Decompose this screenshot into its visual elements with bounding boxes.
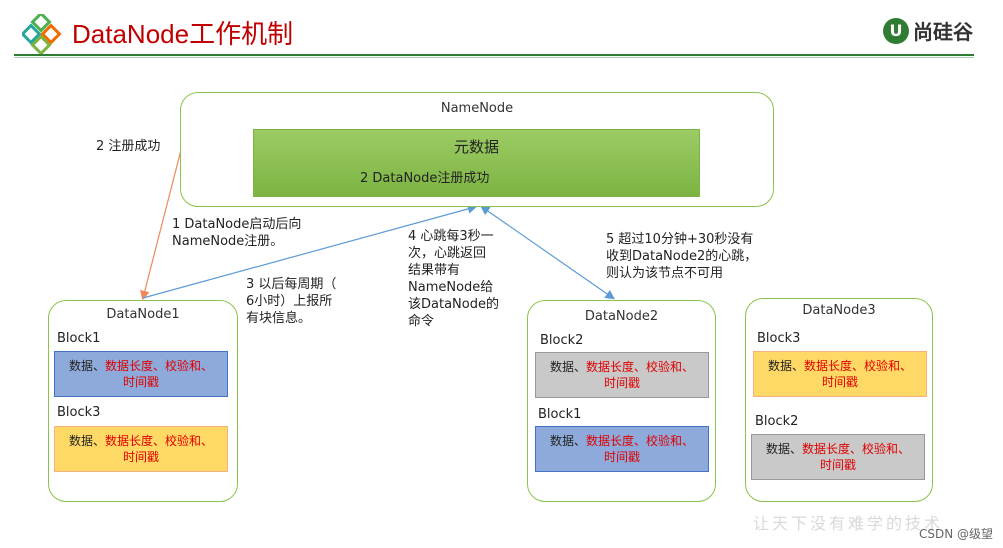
register-arrow [140,149,182,301]
note-heartbeat: 4 心跳每3秒一 次，心跳返回 结果带有 NameNode给 该DataNode… [408,229,499,329]
watermark-text: 让天下没有难学的技术 [752,514,943,533]
block-card: 数据、数据长度、校验和、时间戳 [54,351,228,397]
metadata-subtitle: 2 DataNode注册成功 [360,171,490,186]
logo-diamond-icon [20,11,62,56]
datanode-title: DataNode2 [584,309,659,324]
page-title: DataNode工作机制 [72,19,294,49]
datanode-box: DataNode1 Block1 数据、数据长度、校验和、时间戳 Block3 … [48,300,238,502]
report-arrow [142,204,478,299]
header-divider-light [14,57,974,58]
block-label: Block2 [755,414,799,429]
datanode-title: DataNode3 [802,303,876,318]
metadata-title: 元数据 [453,138,499,156]
note-block-report: 3 以后每周期（ 6小时）上报所 有块信息。 [246,277,337,326]
metadata-box: 元数据 2 DataNode注册成功 [253,129,700,197]
brand-logo-icon: U [883,17,909,44]
block-label: Block2 [540,333,584,348]
datanode-title: DataNode1 [106,307,180,322]
csdn-credit: CSDN @级望 [918,527,993,541]
brand-logo: U 尚硅谷 [883,16,973,45]
brand-name: 尚硅谷 [913,20,973,44]
block-card: 数据、数据长度、校验和、时间戳 [535,352,709,398]
block-card: 数据、数据长度、校验和、时间戳 [535,426,709,472]
block-label: Block1 [57,331,101,346]
note-register-success: 2 注册成功 [96,139,161,154]
block-card: 数据、数据长度、校验和、时间戳 [753,351,927,397]
block-label: Block1 [538,407,582,422]
heartbeat-arrow [480,205,615,300]
namenode-title: NameNode [440,101,514,116]
namenode-box: NameNode 元数据 2 DataNode注册成功 [180,92,774,207]
block-card: 数据、数据长度、校验和、时间戳 [751,434,925,480]
header-divider [14,54,974,56]
block-label: Block3 [57,405,101,420]
note-start-register: 1 DataNode启动后向 NameNode注册。 [172,217,302,249]
datanode-box: DataNode3 Block3 数据、数据长度、校验和、时间戳 Block2 … [745,298,933,502]
block-card: 数据、数据长度、校验和、时间戳 [54,426,228,472]
note-timeout: 5 超过10分钟+30秒没有 收到DataNode2的心跳， 则认为该节点不可用 [606,232,758,281]
datanode-box: DataNode2 Block2 数据、数据长度、校验和、时间戳 Block1 … [527,300,716,502]
block-label: Block3 [757,331,801,346]
